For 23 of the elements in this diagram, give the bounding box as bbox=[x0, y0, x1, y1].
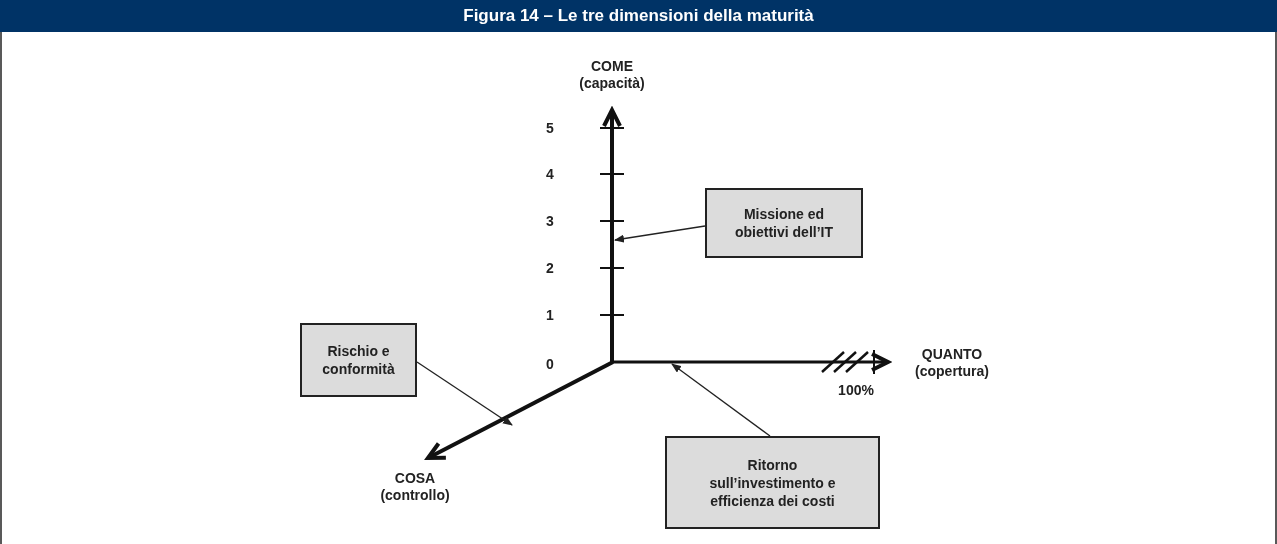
axis-label: QUANTO (copertura) bbox=[914, 346, 990, 380]
tick-label: 3 bbox=[545, 213, 555, 230]
tick-label: 5 bbox=[545, 120, 555, 137]
leader-line bbox=[614, 225, 706, 243]
vertical-axis bbox=[599, 108, 625, 363]
box-text: Rischio e conformità bbox=[321, 342, 396, 378]
leader-line bbox=[671, 363, 771, 437]
diagonal-axis bbox=[426, 360, 614, 460]
box-text: Missione ed obiettivi dell’IT bbox=[734, 205, 834, 241]
tick-label: 2 bbox=[545, 260, 555, 277]
callout-box bbox=[300, 323, 417, 397]
tick-label: 0 bbox=[545, 356, 555, 373]
leader-line bbox=[416, 361, 513, 426]
tick-label: 100% bbox=[837, 382, 875, 399]
axis-label: COME (capacità) bbox=[578, 58, 646, 92]
axis-label: COSA (controllo) bbox=[379, 470, 451, 504]
callout-box bbox=[665, 436, 880, 529]
horizontal-axis bbox=[610, 349, 890, 375]
tick-label: 4 bbox=[545, 166, 555, 183]
box-text: Ritorno sull’investimento e efficienza dei costi bbox=[708, 455, 837, 510]
tick-label: 1 bbox=[545, 307, 555, 324]
callout-box bbox=[705, 188, 863, 258]
title-banner: Figura 14 – Le tre dimensioni della maturità bbox=[0, 0, 1277, 32]
